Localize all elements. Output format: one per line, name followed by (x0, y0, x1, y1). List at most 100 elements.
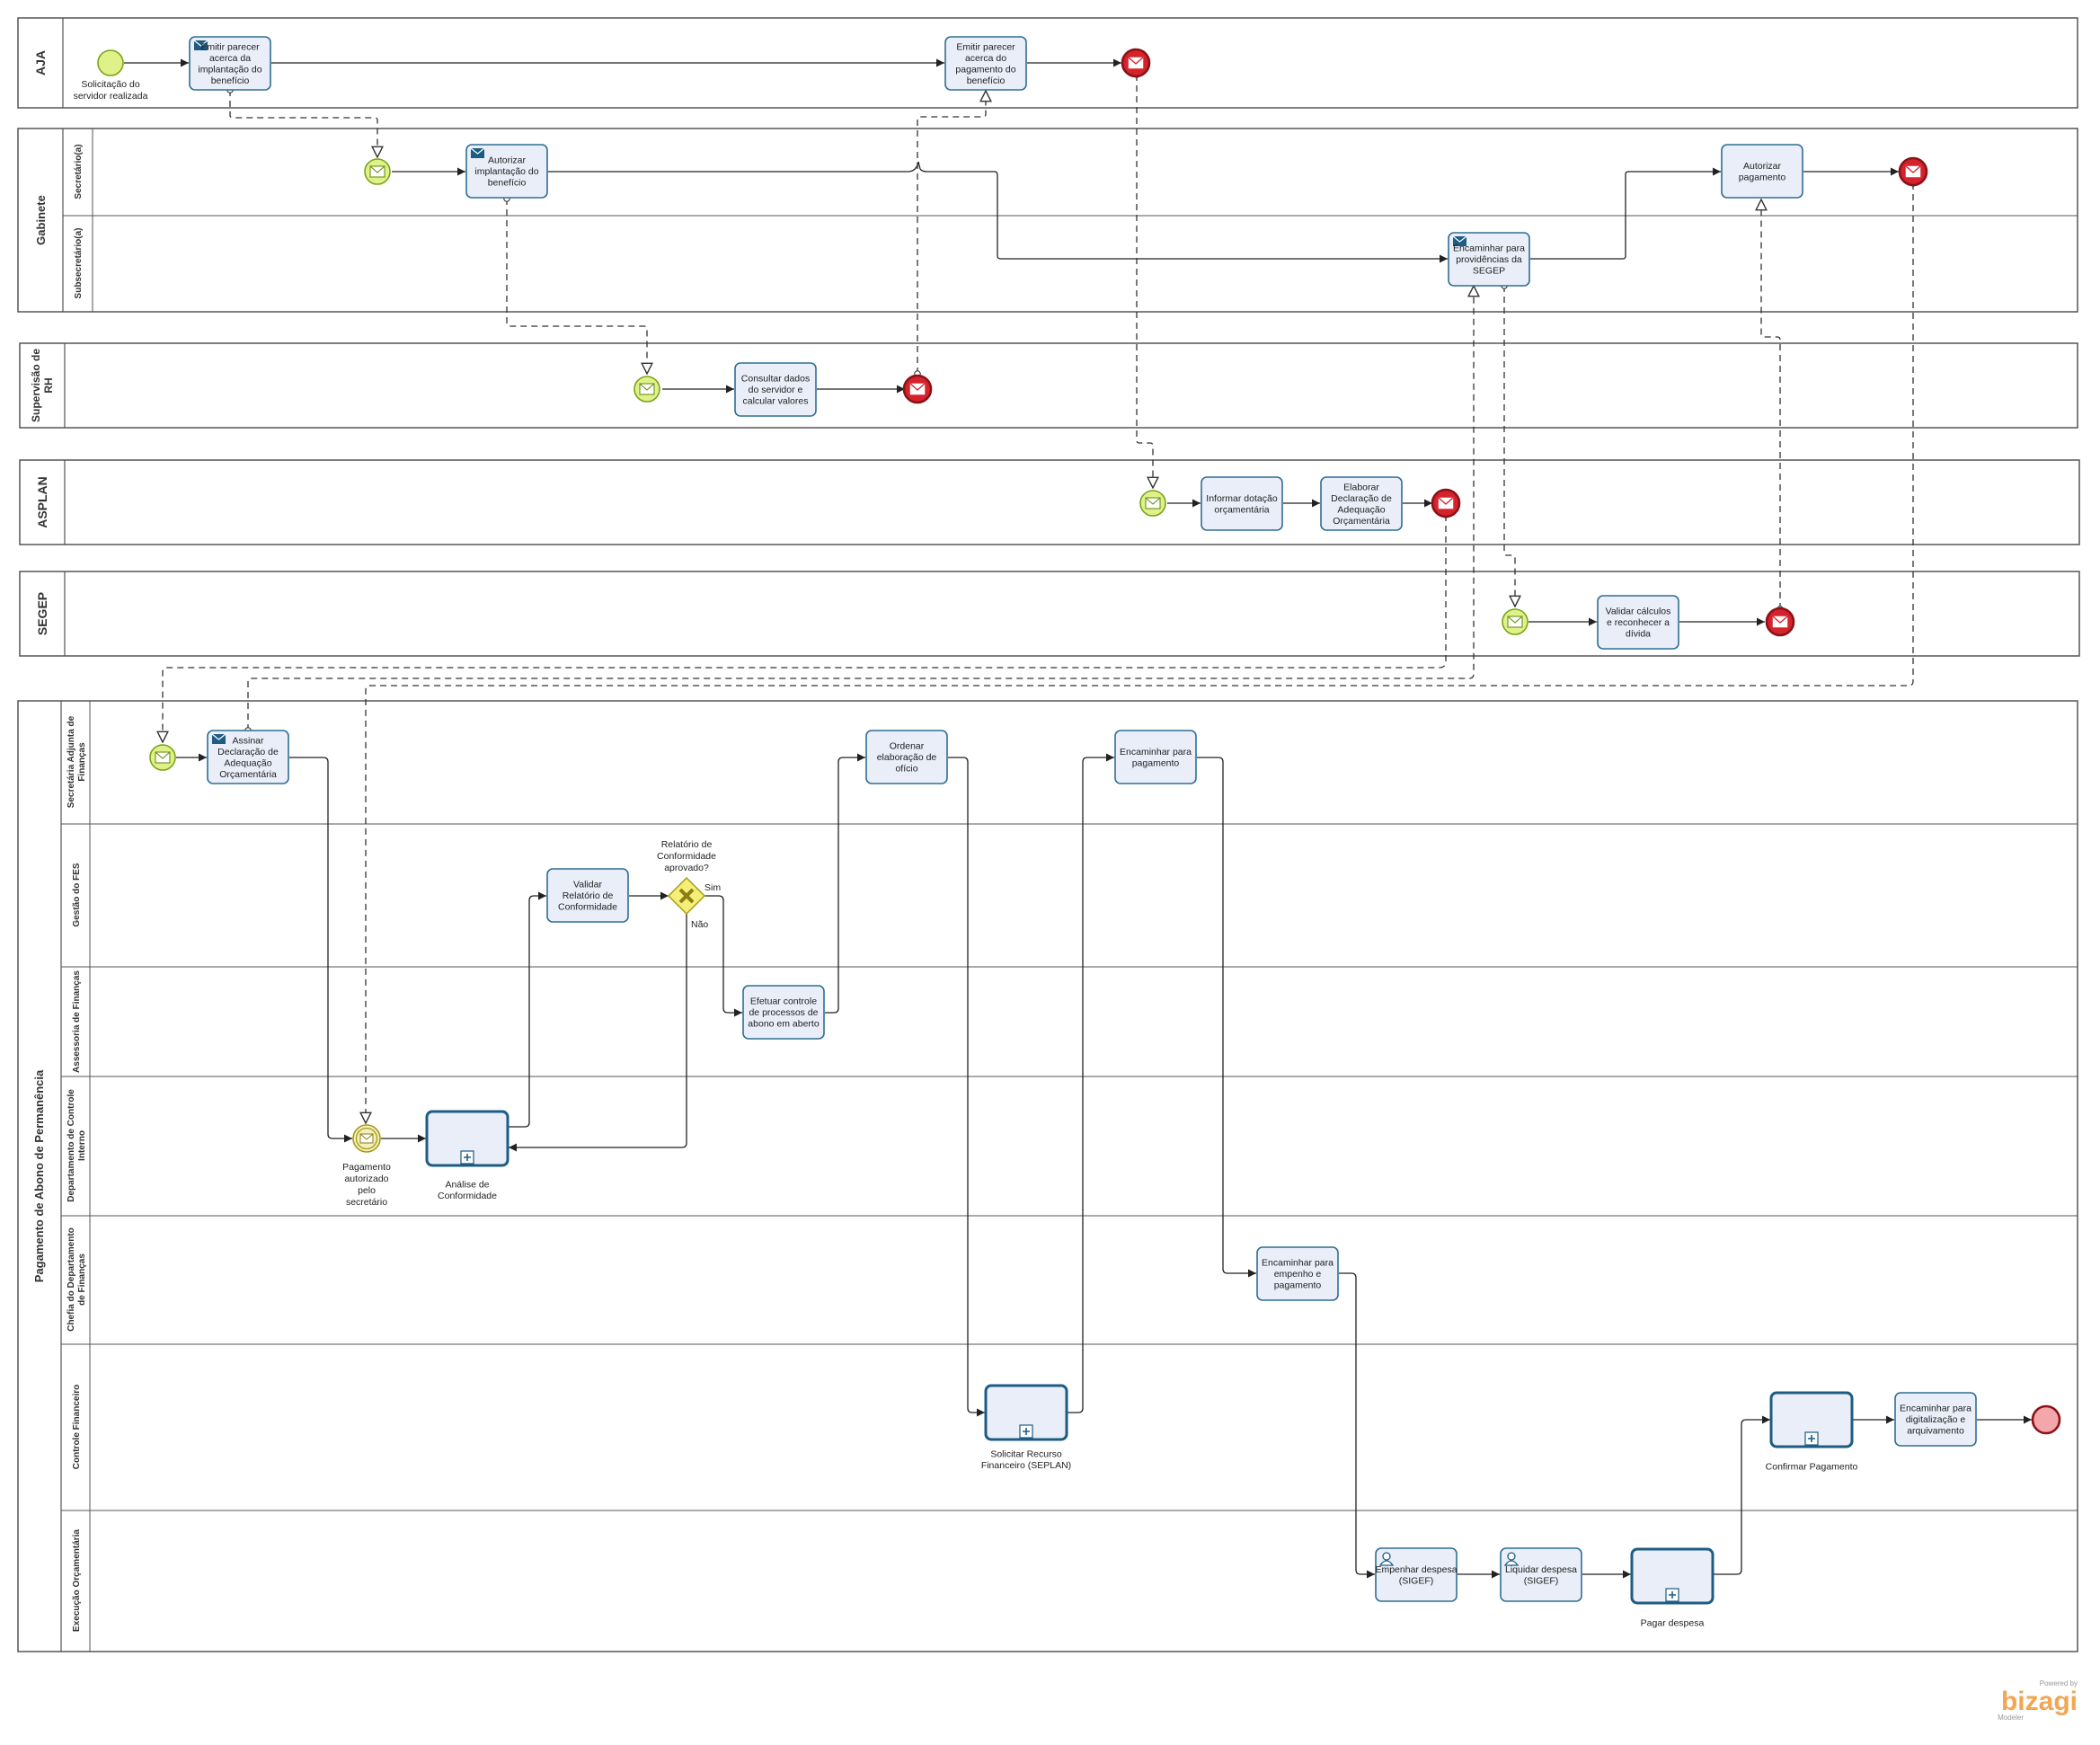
message-flow (1504, 286, 1515, 607)
message-end-event[interactable] (1121, 48, 1151, 78)
pool-label: Supervisão de (30, 349, 42, 422)
user-icon (1503, 1552, 1520, 1566)
message-start-event[interactable] (149, 744, 176, 771)
lane-label: Secretário(a) (74, 144, 84, 199)
envelope-icon (909, 383, 926, 395)
gateway-no-label: Não (691, 919, 708, 930)
message-start-event[interactable] (634, 376, 660, 403)
task-label: Empenhar despesa(SIGEF) (1375, 1564, 1457, 1587)
sequence-flow (509, 914, 687, 1152)
pool-label: SEGEP (35, 592, 49, 635)
pool-pagamento: Pagamento de Abono de Permanência Secret… (17, 700, 2078, 1652)
subprocess-s3[interactable]: Confirmar Pagamento (1766, 1391, 1858, 1473)
end-event[interactable] (2031, 1404, 2061, 1435)
envelope-icon (369, 165, 385, 178)
envelope-icon (155, 751, 171, 764)
lane-label: Controle Financeiro (72, 1385, 82, 1469)
lane-label: Assessoria de Finanças (72, 970, 82, 1073)
user-icon (1378, 1552, 1395, 1566)
sequence-flow (289, 757, 352, 1143)
envelope-icon (1772, 616, 1788, 628)
message-flow (230, 90, 377, 157)
x-icon (678, 888, 695, 904)
lane-label: Subsecretário(a) (74, 228, 84, 299)
message-end-event[interactable] (1765, 607, 1795, 637)
envelope-icon (470, 147, 485, 158)
gateway-yes-label: Sim (704, 882, 721, 893)
pool-label: Gabinete (34, 195, 48, 245)
message-start-event[interactable] (1502, 608, 1528, 635)
task-t17[interactable]: Empenhar despesa(SIGEF) (1375, 1547, 1458, 1602)
message-end-event[interactable] (1431, 488, 1461, 518)
lane-label: Gestão do FES (72, 863, 82, 926)
message-end-event[interactable] (1898, 156, 1928, 187)
message-end-event[interactable] (902, 374, 933, 404)
message-flows (163, 75, 1913, 1123)
plus-icon (1019, 1424, 1033, 1439)
bizagi-brand: Powered by bizagi Modeler (1998, 1679, 2078, 1722)
plus-icon (1804, 1431, 1819, 1446)
subprocess-s4[interactable]: Pagar despesa (1630, 1547, 1715, 1629)
lane-label: de Finanças (77, 1253, 87, 1306)
lane-label: Secretária Adjunta de (66, 715, 76, 808)
brand-product: Modeler (1998, 1714, 2024, 1722)
brand-name: bizagi (2001, 1687, 2078, 1716)
message-start-event[interactable] (364, 158, 391, 185)
envelope-icon (1128, 57, 1144, 69)
subprocess-label: Pagar despesa (1641, 1618, 1705, 1629)
envelope-icon (211, 733, 226, 744)
pool-label: AJA (33, 50, 48, 75)
plus-icon (460, 1150, 474, 1165)
task-t18[interactable]: Liquidar despesa(SIGEF) (1500, 1547, 1582, 1602)
brand-powered: Powered by (2040, 1679, 2078, 1687)
task-label: Liquidar despesa(SIGEF) (1505, 1564, 1577, 1587)
envelope-icon (1145, 497, 1161, 509)
sequence-flow (1714, 1415, 1770, 1575)
message-start-event[interactable] (1139, 490, 1166, 517)
lane-label: Chefia do Departamento (66, 1227, 76, 1332)
envelope-icon (193, 40, 208, 50)
envelope-icon (1905, 165, 1921, 178)
lane-label: Departamento de Controle (66, 1089, 76, 1202)
pool-asplan: ASPLAN (19, 459, 2080, 545)
lane-label: Interno (77, 1130, 87, 1161)
pool-label: Pagamento de Abono de Permanência (32, 1069, 46, 1282)
